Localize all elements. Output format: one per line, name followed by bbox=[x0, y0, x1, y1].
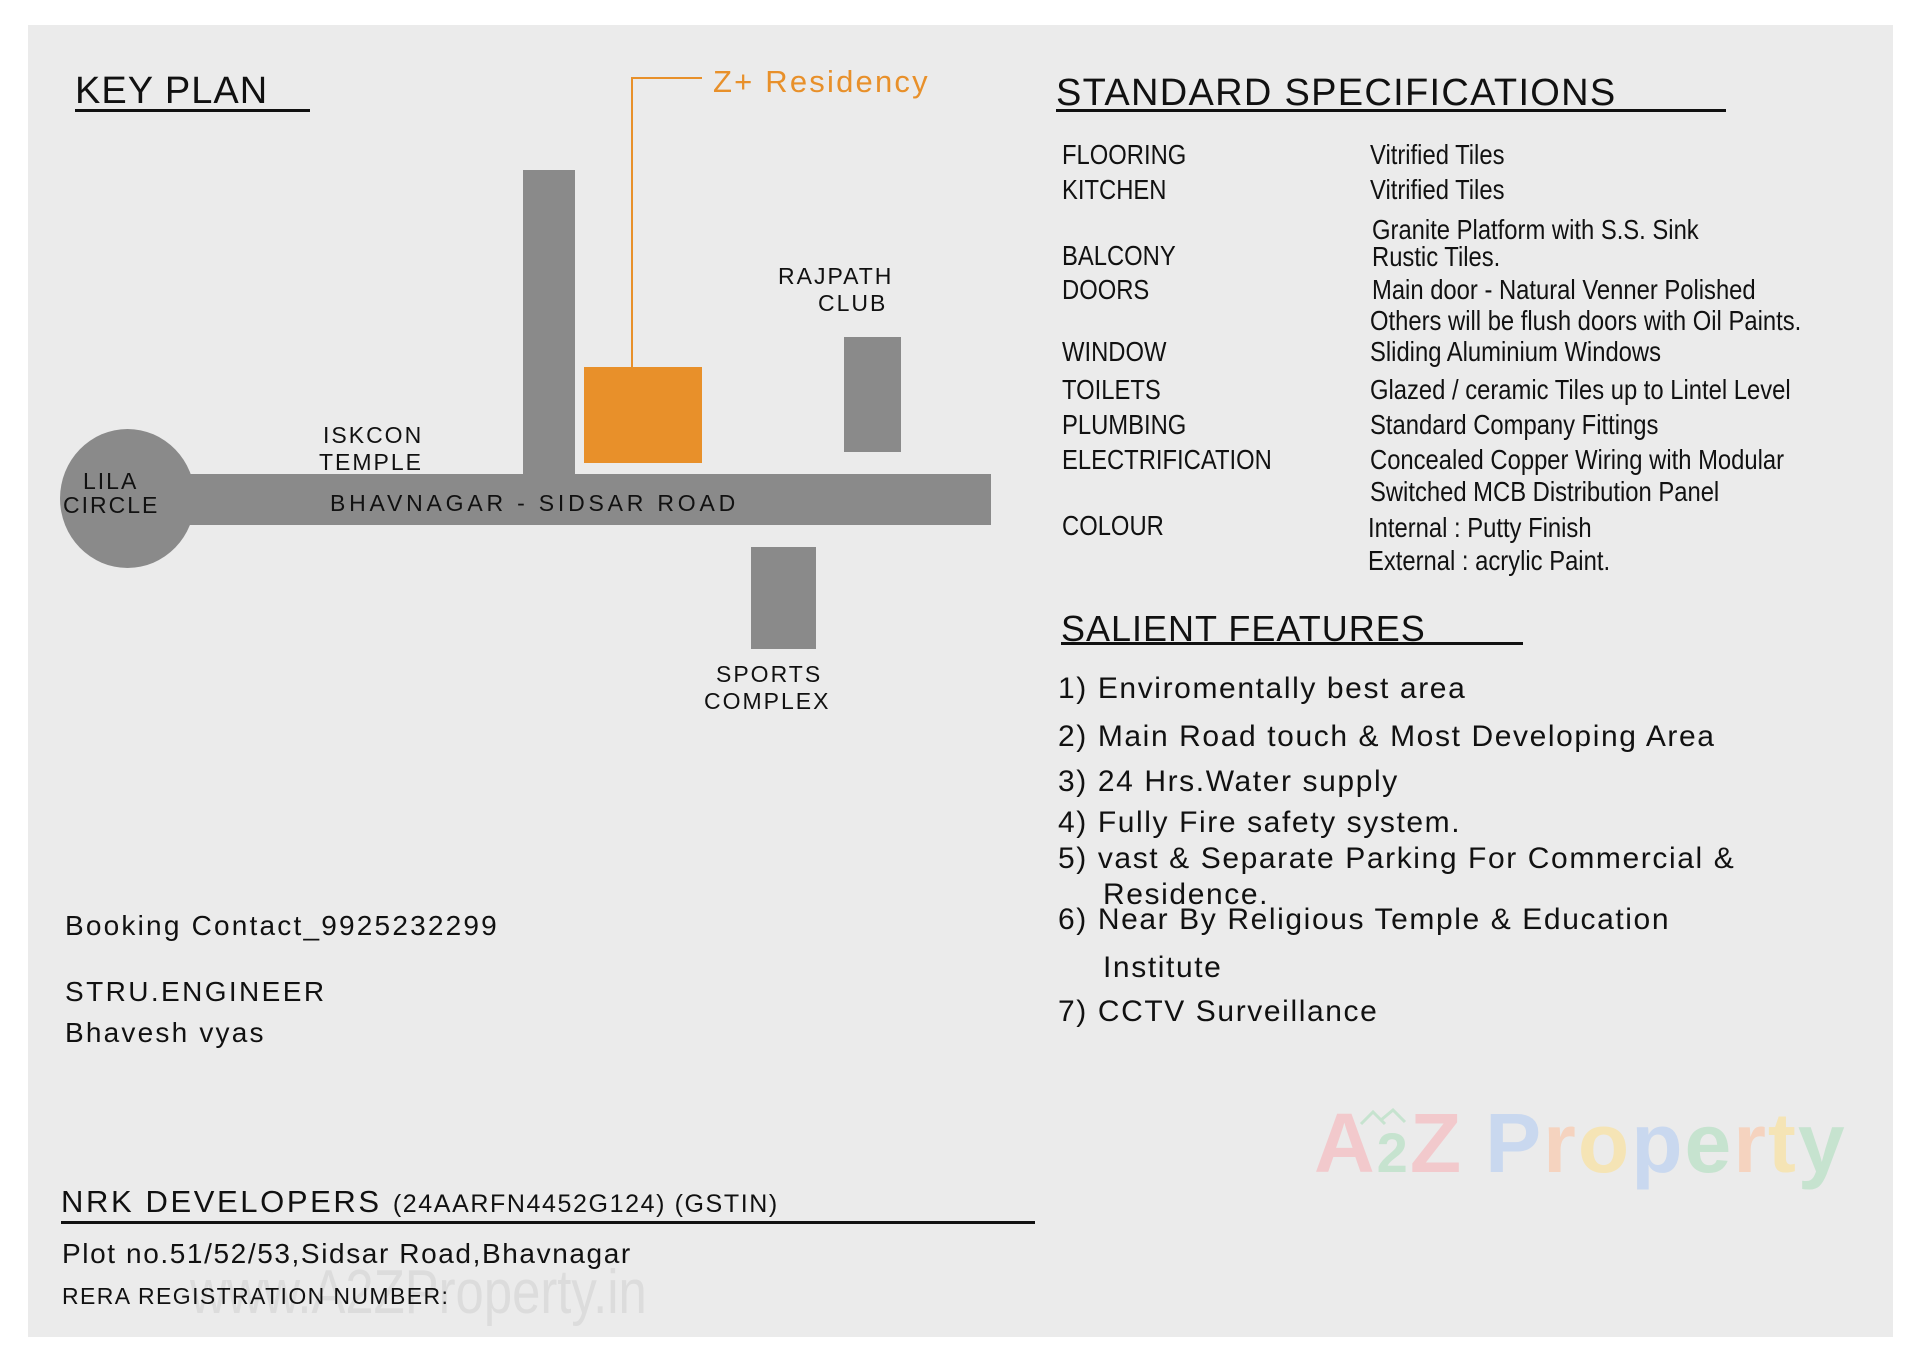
feature-item-6: 6) Near By Religious Temple & Education bbox=[1058, 905, 1670, 935]
bhavnagar-sidsar-road bbox=[150, 474, 991, 525]
lila-label-line2: CIRCLE bbox=[63, 492, 160, 518]
spec-value-doors-line2: Others will be flush doors with Oil Pain… bbox=[1370, 305, 1802, 336]
spec-value-flooring: Vitrified Tiles bbox=[1370, 139, 1505, 170]
spec-label-colour: COLOUR bbox=[1062, 510, 1164, 541]
brochure-panel bbox=[28, 25, 1893, 1337]
spec-value-window: Sliding Aluminium Windows bbox=[1370, 336, 1662, 367]
spec-label-plumbing: PLUMBING bbox=[1062, 409, 1187, 440]
project-leader-line-horizontal bbox=[631, 77, 702, 79]
watermark-letter: o bbox=[1577, 1096, 1632, 1190]
feature-item-5-line2: Residence. bbox=[1103, 878, 1270, 911]
project-site-block bbox=[584, 367, 702, 463]
spec-value-colour-line2: External : acrylic Paint. bbox=[1368, 545, 1611, 576]
feature-item-6-line2: Institute bbox=[1103, 951, 1223, 984]
feature-number: 5) bbox=[1058, 842, 1088, 875]
developer-gstin: (24AARFN4452G124) (GSTIN) bbox=[392, 1190, 779, 1218]
spec-value-electrification-line2: Switched MCB Distribution Panel bbox=[1370, 476, 1720, 507]
watermark-letter: Z bbox=[1409, 1096, 1464, 1190]
structural-engineer-title: STRU.ENGINEER bbox=[65, 976, 327, 1007]
key-plan-underline bbox=[75, 109, 310, 112]
iskcon-side-road bbox=[523, 170, 575, 476]
spec-value-balcony: Rustic Tiles. bbox=[1372, 241, 1501, 272]
feature-number: 6) bbox=[1058, 903, 1088, 936]
watermark-letter: 2 bbox=[1376, 1121, 1410, 1184]
iskcon-label-line2: TEMPLE bbox=[319, 449, 424, 475]
spec-value-toilets: Glazed / ceramic Tiles up to Lintel Leve… bbox=[1370, 374, 1791, 405]
watermark-letter: P bbox=[1485, 1096, 1544, 1190]
developer-heading: NRK DEVELOPERS (24AARFN4452G124) (GSTIN) bbox=[61, 1186, 779, 1217]
spec-label-flooring: FLOORING bbox=[1062, 139, 1187, 170]
feature-text: Main Road touch & Most Developing Area bbox=[1097, 720, 1716, 753]
feature-text: 24 Hrs.Water supply bbox=[1097, 765, 1399, 798]
feature-text: Fully Fire safety system. bbox=[1097, 806, 1462, 839]
spec-label-window: WINDOW bbox=[1062, 336, 1167, 367]
spec-value-doors: Main door - Natural Venner Polished bbox=[1372, 274, 1756, 305]
feature-text: Enviromentally best area bbox=[1097, 672, 1467, 705]
spec-value-electrification: Concealed Copper Wiring with Modular bbox=[1370, 444, 1785, 475]
spec-label-balcony: BALCONY bbox=[1062, 240, 1176, 271]
spec-value-colour: Internal : Putty Finish bbox=[1368, 512, 1592, 543]
watermark-letter: p bbox=[1631, 1096, 1685, 1190]
feature-item-1: 1) Enviromentally best area bbox=[1058, 674, 1466, 704]
spec-value-plumbing: Standard Company Fittings bbox=[1370, 409, 1659, 440]
sports-complex-block bbox=[751, 547, 816, 649]
specifications-title: STANDARD SPECIFICATIONS bbox=[1056, 72, 1617, 114]
spec-value-kitchen: Vitrified Tiles bbox=[1370, 174, 1505, 205]
spec-label-doors: DOORS bbox=[1062, 274, 1150, 305]
watermark-letter: y bbox=[1797, 1096, 1847, 1190]
feature-item-5: 5) vast & Separate Parking For Commercia… bbox=[1058, 844, 1735, 874]
developer-address: Plot no.51/52/53,Sidsar Road,Bhavnagar bbox=[62, 1238, 632, 1269]
watermark-letter: e bbox=[1684, 1096, 1734, 1190]
developer-underline bbox=[61, 1221, 1035, 1224]
sports-label-line1: SPORTS bbox=[716, 661, 823, 687]
structural-engineer-name: Bhavesh vyas bbox=[65, 1017, 266, 1048]
feature-number: 2) bbox=[1058, 720, 1088, 753]
rajpath-club-block bbox=[844, 337, 901, 452]
feature-item-7: 7) CCTV Surveillance bbox=[1058, 997, 1378, 1027]
booking-contact: Booking Contact_9925232299 bbox=[65, 910, 499, 941]
key-plan-title: KEY PLAN bbox=[75, 70, 269, 112]
spec-label-electrification: ELECTRIFICATION bbox=[1062, 444, 1272, 475]
house-roof-icon bbox=[1359, 1108, 1407, 1126]
watermark-letter: r bbox=[1543, 1096, 1578, 1190]
lila-label-line1: LILA bbox=[83, 468, 139, 494]
developer-name: NRK DEVELOPERS bbox=[61, 1184, 382, 1219]
rajpath-label-line2: CLUB bbox=[818, 290, 888, 316]
iskcon-label-line1: ISKCON bbox=[323, 422, 424, 448]
specifications-underline bbox=[1056, 109, 1726, 112]
feature-item-3: 3) 24 Hrs.Water supply bbox=[1058, 767, 1399, 797]
a2z-url-watermark: www.A2ZProperty.in bbox=[190, 1258, 647, 1327]
feature-number: 1) bbox=[1058, 672, 1088, 705]
feature-number: 3) bbox=[1058, 765, 1088, 798]
rajpath-label-line1: RAJPATH bbox=[778, 263, 894, 289]
features-underline bbox=[1061, 642, 1523, 645]
feature-number: 4) bbox=[1058, 806, 1088, 839]
project-leader-line-vertical bbox=[631, 78, 633, 368]
spec-value-kitchen-line2: Granite Platform with S.S. Sink bbox=[1372, 214, 1699, 245]
feature-item-2: 2) Main Road touch & Most Developing Are… bbox=[1058, 722, 1716, 752]
feature-number: 7) bbox=[1058, 995, 1088, 1028]
sports-label-line2: COMPLEX bbox=[704, 688, 831, 714]
watermark-letter: t bbox=[1767, 1096, 1798, 1190]
spec-label-kitchen: KITCHEN bbox=[1062, 174, 1167, 205]
feature-text: vast & Separate Parking For Commercial & bbox=[1097, 842, 1736, 875]
watermark-letter: r bbox=[1733, 1096, 1768, 1190]
watermark-letter: A bbox=[1314, 1096, 1377, 1190]
feature-text: CCTV Surveillance bbox=[1097, 995, 1379, 1028]
feature-text: Near By Religious Temple & Education bbox=[1097, 903, 1671, 936]
project-name-label: Z+ Residency bbox=[713, 64, 930, 99]
rera-registration-number: RERA REGISTRATION NUMBER: bbox=[62, 1283, 450, 1309]
features-title: SALIENT FEATURES bbox=[1061, 608, 1426, 649]
road-name-label: BHAVNAGAR - SIDSAR ROAD bbox=[330, 490, 740, 516]
feature-item-4: 4) Fully Fire safety system. bbox=[1058, 808, 1461, 838]
spec-label-toilets: TOILETS bbox=[1062, 374, 1161, 405]
